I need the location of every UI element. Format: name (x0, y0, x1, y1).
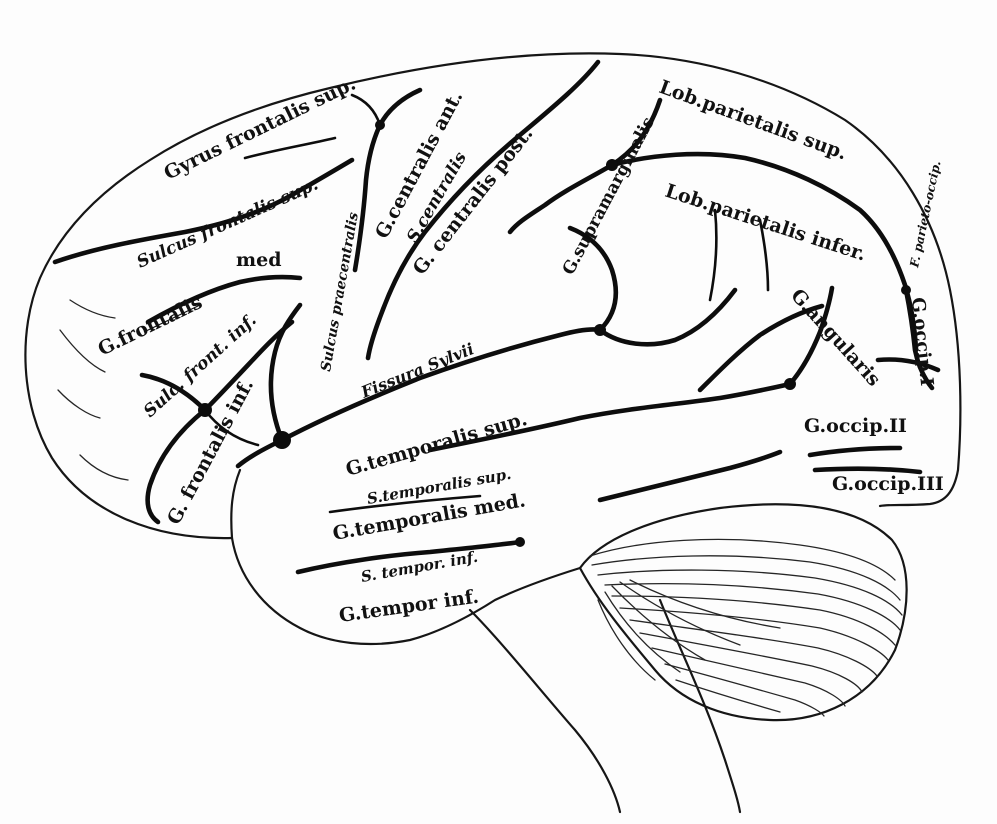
occipital-sulcus-3 (812, 466, 923, 475)
sulcus-intraparietalis (609, 151, 919, 353)
middle-frontal-furrow (145, 274, 303, 325)
sulcus-temporalis-sup-line (427, 381, 793, 453)
label-g-occip-i: G.occip.I (907, 296, 937, 387)
frontal-pole-detail (57, 299, 129, 481)
label-sulcus-praecentralis: Sulcus praecentralis (318, 211, 362, 373)
label-g-temporalis-med: G.temporalis med. (331, 489, 527, 545)
occipital-sulcus-2 (807, 445, 903, 458)
label-gyrus-frontalis-sup: Gyrus frontalis sup. (161, 73, 360, 185)
cerebellum-outline (578, 503, 908, 722)
occipital-sulcus-1 (875, 357, 941, 373)
temporal-mid-line (328, 494, 482, 514)
fissura-sylvii-line (279, 327, 603, 443)
parietal-inner-2 (758, 218, 770, 292)
sylvian-posterior (567, 225, 619, 333)
cerebrum-outline (24, 52, 962, 540)
sulcus-temporalis-inf-line (295, 539, 523, 575)
label-f-parieto-occip: F. parieto-occip. (907, 159, 943, 269)
sulcus-frontalis-inf-line (139, 319, 295, 413)
label-fissura-sylvii: Fissura Sylvii (357, 339, 476, 402)
inf-temporal-mid (597, 449, 783, 503)
sulcus-frontalis-sup-line (52, 157, 355, 265)
inf-frontal-lower (145, 407, 208, 525)
label-g-occip-iii: G.occip.III (832, 473, 944, 495)
label-g-frontalis: G.frontalis (95, 291, 206, 360)
temporal-lobe-outline (230, 536, 582, 646)
sulcus-praecentralis-line (352, 87, 423, 273)
sylvian-anterior-branch (268, 302, 303, 443)
angular-sulcus (697, 303, 825, 393)
brainstem-outline (468, 608, 622, 814)
sup-temporal-rear (787, 285, 835, 387)
sulcus-centralis-line (365, 59, 601, 361)
label-g-supramarginalis: G.supramarginalis (559, 114, 659, 279)
cerebellum-folia (589, 538, 903, 717)
supramarginal-sulcus (597, 287, 738, 347)
label-lob-parietalis-sup: Lob.parietalis sup. (656, 76, 850, 164)
temporal-fold (230, 468, 242, 540)
brainstem-outline-rear (658, 598, 742, 814)
parietal-inner (708, 208, 718, 302)
label-g-occip-ii: G.occip.II (804, 415, 907, 437)
underline-frontalis (143, 304, 201, 333)
sulcus-postcentralis-line (507, 97, 663, 235)
sulcal-junctions (198, 120, 911, 547)
precentral-branch (350, 93, 382, 127)
frontal-upper-furrow (243, 136, 337, 160)
label-med: med (236, 249, 281, 271)
label-g-angularis: G.angularis (786, 285, 885, 391)
label-sulcus-frontalis-sup: Sulcus frontalis sup. (134, 174, 321, 272)
f-parieto-occip-line (903, 287, 935, 391)
